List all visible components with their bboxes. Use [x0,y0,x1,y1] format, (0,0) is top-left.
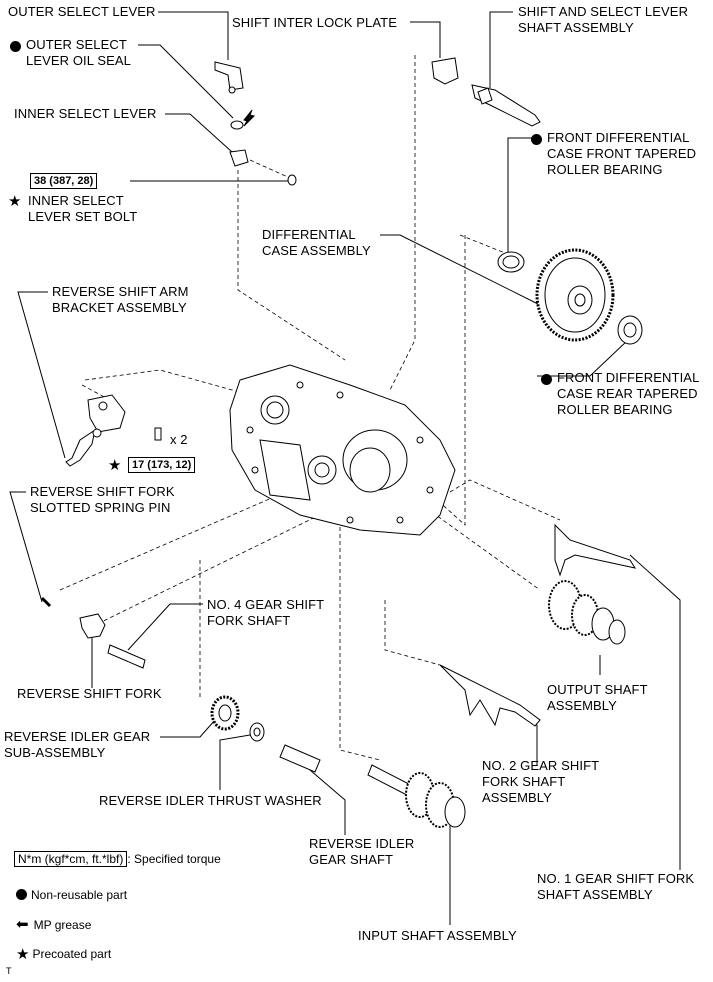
label-no1-shaft: NO. 1 GEAR SHIFT FORK SHAFT ASSEMBLY [537,871,695,902]
label-set-bolt: INNER SELECT LEVER SET BOLT [28,193,138,224]
thrust-washer-part [249,722,265,742]
output-shaft-part [548,580,626,645]
outer-select-lever-part [214,61,244,94]
label-reverse-fork: REVERSE SHIFT FORK [17,686,162,701]
label-no4-shaft: NO. 4 GEAR SHIFT FORK SHAFT [207,597,325,628]
leader-outer-select-lever [158,11,229,60]
transmission-case [229,364,456,536]
label-x2: x 2 [170,432,188,447]
legend-mp-grease-label: MP grease [33,918,92,932]
legend-non-reusable-label: Non-reusable part [31,888,128,902]
label-front-bearing: FRONT DIFFERENTIAL CASE FRONT TAPERED RO… [547,130,697,177]
star-icon: ★ [16,946,30,963]
torque-inner-select-bolt: 38 (387, 28) [30,173,98,189]
idler-gear-part [210,695,240,731]
left-arrow-icon: ⬅ [16,916,29,933]
label-diff-case: DIFFERENTIAL CASE ASSEMBLY [262,227,371,258]
inner-select-lever-part [229,149,297,186]
label-idler-gear: REVERSE IDLER GEAR SUB-ASSEMBLY [4,729,151,760]
rear-bearing-part [617,315,643,345]
legend-torque: N*m (kgf*cm, ft.*lbf): Specified torque [14,851,221,867]
fork-pin-part [40,596,52,608]
no2-fork-part [439,664,541,727]
shift-select-shaft-part [471,84,541,127]
leader-front-bearing [507,137,533,252]
input-shaft-part [367,764,466,828]
filled-circle-icon [10,41,21,52]
legend-non-reusable: Non-reusable part [16,888,127,902]
label-output-shaft: OUTPUT SHAFT ASSEMBLY [547,682,648,713]
legend-torque-box: N*m (kgf*cm, ft.*lbf) [14,851,128,867]
idler-shaft-part [279,744,321,773]
label-no2-shaft: NO. 2 GEAR SHIFT FORK SHAFT ASSEMBLY [482,758,600,805]
no4-shaft-part [107,644,146,669]
label-interlock-plate: SHIFT INTER LOCK PLATE [232,15,397,30]
interlock-plate-part [431,57,459,85]
filled-circle-icon [541,371,556,389]
legend-mp-grease: ⬅ MP grease [16,915,91,933]
star-icon: ★ [8,193,22,210]
label-inner-select-lever: INNER SELECT LEVER [14,106,157,121]
leader-no4-shaft [127,603,203,651]
leader-oil-seal [138,44,234,119]
leader-interlock-plate [410,21,441,58]
leader-idler-shaft [309,769,346,835]
label-idler-shaft: REVERSE IDLER GEAR SHAFT [309,836,415,867]
differential-part [535,248,615,342]
leader-diff-case [380,234,541,306]
legend-torque-desc: : Specified torque [127,852,221,866]
star-icon: ★ [108,457,122,474]
leader-arm-bracket [17,291,66,459]
filled-circle-icon [16,889,27,900]
label-fork-pin: REVERSE SHIFT FORK SLOTTED SPRING PIN [30,484,175,515]
legend-precoated-label: Precoated part [32,947,112,961]
leader-fork-pin [9,491,43,603]
filled-circle-icon [531,131,546,149]
leader-no1-shaft [629,554,681,870]
label-oil-seal: OUTER SELECT LEVER OIL SEAL [26,37,131,68]
leader-shift-select-shaft [489,11,513,88]
legend-precoated: ★Precoated part [16,945,111,963]
leader-idler-gear [160,719,216,738]
front-bearing-part [497,251,525,273]
non-reusable-marker [10,38,25,56]
reverse-fork-part [79,613,106,639]
leader-rear-bearing [537,339,629,377]
leader-thrust-washer [219,734,251,790]
label-rear-bearing: FRONT DIFFERENTIAL CASE REAR TAPERED ROL… [557,370,700,417]
label-shift-select-shaft: SHIFT AND SELECT LEVER SHAFT ASSEMBLY [518,4,689,35]
label-input-shaft: INPUT SHAFT ASSEMBLY [358,928,517,943]
label-outer-select-lever: OUTER SELECT LEVER [8,4,156,19]
torque-arm-bracket-bolts: 17 (173, 12) [128,457,196,473]
no1-fork-part [554,523,637,577]
reverse-arm-bracket-part [65,394,162,467]
label-thrust-washer: REVERSE IDLER THRUST WASHER [99,793,322,808]
oil-seal-part [230,109,255,130]
label-arm-bracket: REVERSE SHIFT ARM BRACKET ASSEMBLY [52,284,189,315]
leader-inner-select-lever [165,113,233,153]
footer-mark: T [6,966,12,976]
